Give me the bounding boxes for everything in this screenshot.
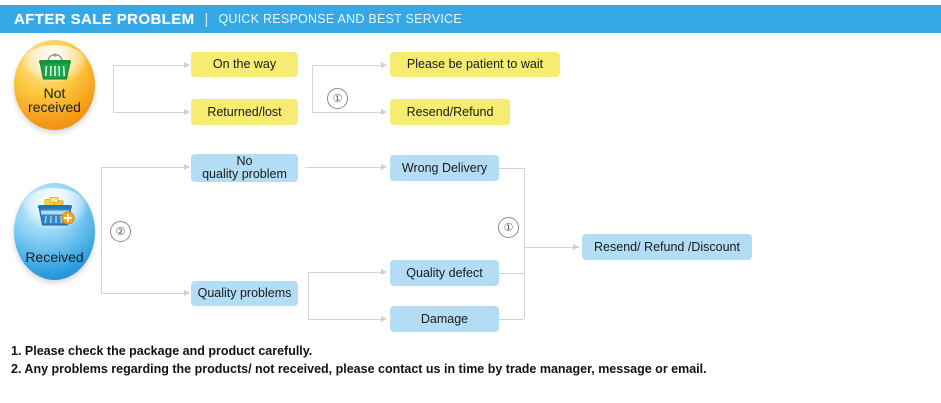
box-no-quality-problem-line1: No: [236, 154, 253, 168]
nr-stage2-top-arm: [312, 65, 381, 66]
rc-arrow-wrong-delivery: [381, 163, 387, 170]
nr-bracket-bottom-arm: [113, 112, 184, 113]
footer-note-2: 2. Any problems regarding the products/ …: [11, 362, 707, 376]
box-no-quality-problem[interactable]: No quality problem: [191, 154, 298, 182]
rc-collect-arm-wrong-delivery: [499, 168, 524, 169]
marker-circle-one-top: ①: [327, 88, 348, 109]
marker-circle-two: ②: [110, 221, 131, 242]
nr-arrow-resend-refund: [381, 108, 387, 115]
box-resend-refund[interactable]: Resend/Refund: [390, 99, 510, 125]
rc-bracket-top-arm: [101, 167, 184, 168]
header-divider: |: [204, 10, 209, 28]
box-wrong-delivery[interactable]: Wrong Delivery: [390, 155, 499, 181]
box-quality-defect[interactable]: Quality defect: [390, 260, 499, 286]
nr-arrow-returned-lost: [184, 108, 190, 115]
rc-arrow-no-quality-problem: [184, 163, 190, 170]
nr-stage2-bottom-arm: [312, 112, 381, 113]
rc-arrow-damage: [381, 315, 387, 322]
rc-bracket-bottom-arm: [101, 293, 184, 294]
rc-arrow-outcome: [573, 243, 579, 250]
box-quality-problems[interactable]: Quality problems: [191, 281, 298, 306]
received-orb: Received: [14, 183, 95, 280]
nr-arrow-on-the-way: [184, 61, 190, 68]
header-subtitle: QUICK RESPONSE AND BEST SERVICE: [218, 12, 462, 26]
rc-qp-top-arm: [308, 272, 381, 273]
marker-circle-one-bottom: ①: [498, 217, 519, 238]
box-no-quality-problem-line2: quality problem: [202, 167, 287, 181]
nr-bracket-top-arm: [113, 65, 184, 66]
rc-bracket-vertical: [101, 167, 102, 293]
not-received-label: Not received: [28, 86, 81, 130]
box-on-the-way[interactable]: On the way: [191, 52, 298, 77]
rc-line-to-wrong-delivery: [305, 167, 381, 168]
nr-arrow-patient-wait: [381, 61, 387, 68]
shopping-basket-empty-icon: [35, 52, 75, 88]
rc-collector-vertical: [524, 168, 525, 319]
rc-qp-bottom-arm: [308, 319, 381, 320]
header-title: AFTER SALE PROBLEM: [14, 10, 195, 28]
rc-outcome-line: [524, 247, 579, 248]
not-received-orb: Not received: [14, 40, 95, 130]
rc-collect-arm-quality-defect: [499, 273, 524, 274]
header-banner: AFTER SALE PROBLEM | QUICK RESPONSE AND …: [0, 5, 941, 33]
box-damage[interactable]: Damage: [390, 306, 499, 332]
not-received-label-line1: Not: [43, 85, 66, 101]
footer-note-1: 1. Please check the package and product …: [11, 344, 313, 358]
rc-arrow-quality-problems: [184, 289, 190, 296]
nr-bracket-vertical: [113, 65, 114, 112]
rc-arrow-quality-defect: [381, 268, 387, 275]
rc-collect-arm-damage: [499, 319, 524, 320]
shopping-basket-full-icon: [33, 196, 77, 234]
received-label: Received: [25, 249, 84, 265]
box-returned-lost[interactable]: Returned/lost: [191, 99, 298, 125]
box-resend-refund-discount[interactable]: Resend/ Refund /Discount: [582, 234, 752, 260]
not-received-label-line2: received: [28, 99, 81, 115]
box-please-be-patient[interactable]: Please be patient to wait: [390, 52, 560, 77]
nr-stage2-bracket-vertical: [312, 65, 313, 112]
rc-qp-bracket-vertical: [308, 272, 309, 319]
